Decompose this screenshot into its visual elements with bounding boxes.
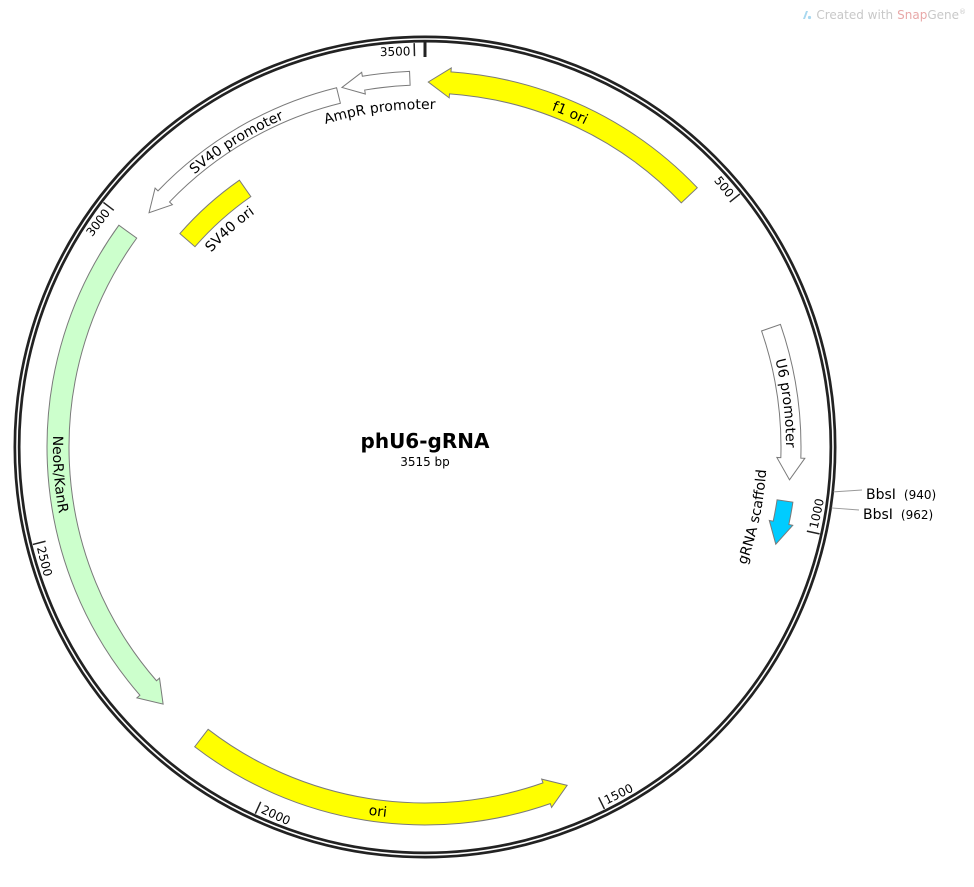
feature-label: U6 promoter <box>771 357 798 448</box>
backbone-gap <box>16 38 834 856</box>
feature-label: SV40 promoter <box>187 108 286 178</box>
feature-sv40-ori[interactable]: SV40 ori <box>179 179 257 255</box>
feature-grna-scaffold[interactable]: gRNA scaffold <box>735 469 794 567</box>
feature-arrow[interactable] <box>148 87 342 214</box>
feature-arrow[interactable] <box>768 499 794 546</box>
enzyme-leader-line <box>831 507 860 511</box>
feature-f1-ori[interactable]: f1 ori <box>427 66 698 204</box>
watermark-prefix: Created with <box>816 8 894 22</box>
plasmid-length: 3515 bp <box>400 455 450 469</box>
enzyme-name: BbsI <box>863 507 893 523</box>
enzyme-position: (962) <box>901 508 933 522</box>
feature-arrow[interactable] <box>340 70 411 95</box>
enzyme-sites: BbsI (940) BbsI (962) <box>831 487 936 523</box>
feature-arrow[interactable] <box>46 224 164 705</box>
tick-label: 1000 <box>807 497 827 530</box>
plasmid-name: phU6-gRNA <box>361 429 490 453</box>
feature-arrow[interactable] <box>427 66 698 204</box>
tick-mark <box>254 801 262 814</box>
tick-mark <box>32 540 46 546</box>
snapgene-logo-icon <box>803 11 812 20</box>
tick-label: 3500 <box>380 44 411 59</box>
enzyme-leader-line <box>833 489 863 493</box>
feature-label: gRNA scaffold <box>735 469 771 567</box>
tick-mark <box>102 201 115 211</box>
enzyme-label[interactable]: BbsI (940) <box>866 487 936 503</box>
feature-neor-kanr[interactable]: NeoR/KanR <box>46 224 164 705</box>
tick-mark <box>806 530 820 535</box>
watermark-registered: ® <box>959 8 966 16</box>
enzyme-position: (940) <box>904 488 936 502</box>
enzyme-name: BbsI <box>866 487 896 503</box>
feature-label: ori <box>368 803 388 821</box>
backbone-ring <box>13 35 837 859</box>
feature-arrow[interactable] <box>179 179 252 248</box>
feature-arrow[interactable] <box>760 323 806 481</box>
watermark-brand-gene: Gene <box>927 8 959 22</box>
watermark-brand-snap: Snap <box>897 8 928 22</box>
feature-u6-promoter[interactable]: U6 promoter <box>760 323 806 481</box>
enzyme-site-bbsi[interactable]: BbsI (940) <box>833 487 937 503</box>
enzyme-site-bbsi[interactable]: BbsI (962) <box>831 507 933 523</box>
feature-ori[interactable]: ori <box>193 728 568 826</box>
enzyme-label[interactable]: BbsI (962) <box>863 507 933 523</box>
snapgene-watermark: Created with SnapGene® <box>802 8 966 22</box>
feature-arrow[interactable] <box>193 728 568 826</box>
tick-mark <box>598 796 606 810</box>
tick-mark <box>729 193 741 203</box>
